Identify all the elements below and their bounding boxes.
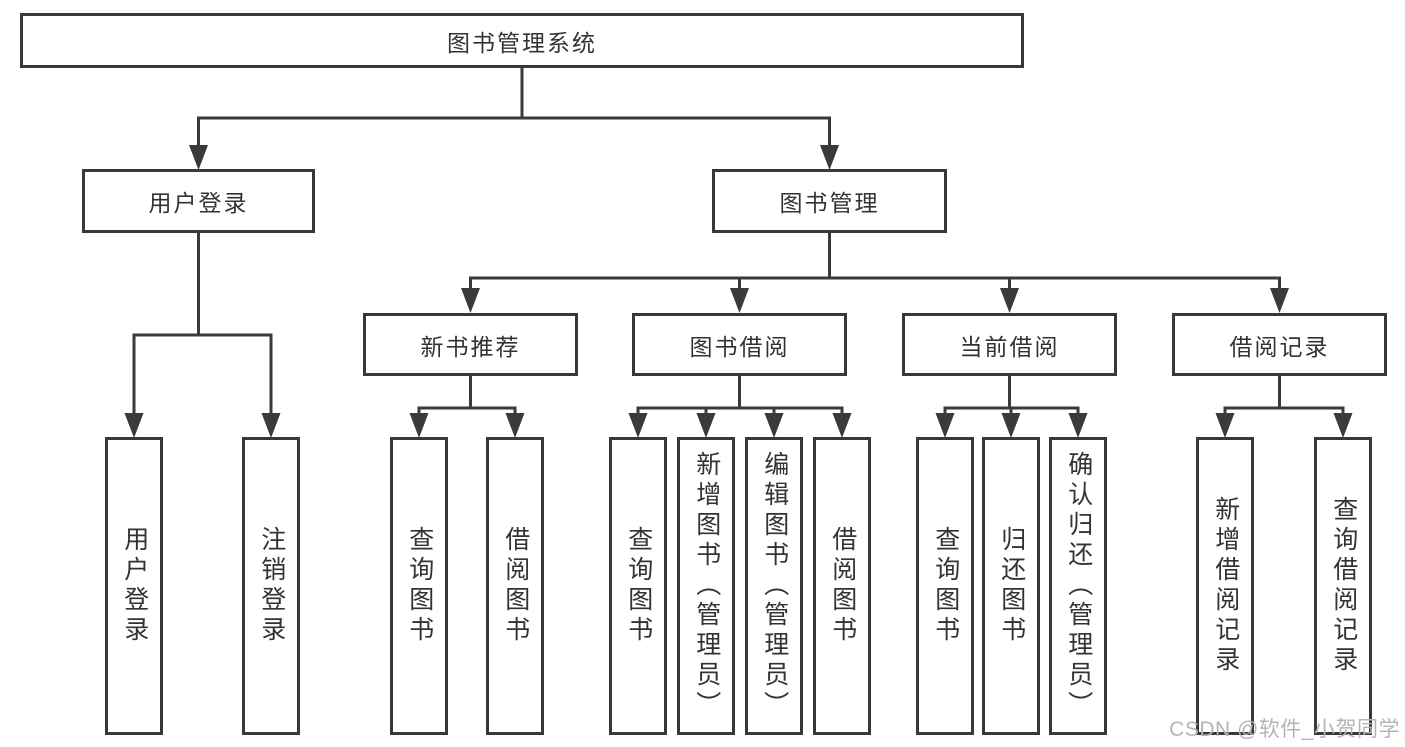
leaf-add-borrow-record: 新增借阅记录 bbox=[1196, 437, 1254, 735]
connector-borrow-branch bbox=[636, 376, 844, 416]
csdn-watermark: CSDN @软件_小贺同学 bbox=[1169, 718, 1400, 741]
leaf-add-books-admin: 新增图书（管理员） bbox=[677, 437, 735, 735]
node-current-borrow-label: 当前借阅 bbox=[959, 333, 1060, 360]
leaf-edit-books-admin: 编辑图书（管理员） bbox=[745, 437, 803, 735]
node-new-book-recommend-label: 新书推荐 bbox=[420, 333, 521, 360]
node-book-management-label: 图书管理 bbox=[779, 190, 880, 216]
connector-record-branch bbox=[1223, 376, 1345, 416]
leaf-confirm-return-admin: 确认归还（管理员） bbox=[1049, 437, 1107, 735]
leaf-recommend-borrow-books: 借阅图书 bbox=[486, 437, 544, 735]
leaf-add-borrow-record-label: 新增借阅记录 bbox=[1211, 496, 1240, 676]
node-current-borrow: 当前借阅 bbox=[902, 313, 1117, 376]
leaf-query-borrow-record-label: 查询借阅记录 bbox=[1329, 496, 1358, 676]
leaf-return-books-label: 归还图书 bbox=[997, 526, 1026, 646]
node-user-login-label: 用户登录 bbox=[148, 190, 249, 216]
node-root-label: 图书管理系统 bbox=[447, 29, 597, 56]
arrowhead-icons bbox=[124, 145, 1353, 438]
connector-user-login-branch bbox=[132, 233, 273, 416]
leaf-confirm-return-admin-label: 确认归还（管理员） bbox=[1064, 451, 1093, 721]
node-borrow-record: 借阅记录 bbox=[1172, 313, 1387, 376]
leaf-edit-books-admin-label: 编辑图书（管理员） bbox=[760, 451, 789, 721]
leaf-user-login-label: 用户登录 bbox=[120, 526, 149, 646]
connector-root-to-level2 bbox=[197, 68, 831, 148]
node-book-borrow-label: 图书借阅 bbox=[689, 333, 790, 360]
node-book-management: 图书管理 bbox=[712, 169, 947, 233]
node-root-system: 图书管理系统 bbox=[20, 13, 1024, 68]
node-new-book-recommend: 新书推荐 bbox=[363, 313, 578, 376]
connector-current-branch bbox=[943, 376, 1080, 416]
leaf-logout: 注销登录 bbox=[242, 437, 300, 735]
leaf-recommend-query-books-label: 查询图书 bbox=[405, 526, 434, 646]
leaf-current-query-books-label: 查询图书 bbox=[931, 526, 960, 646]
leaf-borrow-books-label: 借阅图书 bbox=[828, 526, 857, 646]
leaf-logout-label: 注销登录 bbox=[257, 526, 286, 646]
leaf-borrow-query-books: 查询图书 bbox=[609, 437, 667, 735]
leaf-borrow-books: 借阅图书 bbox=[813, 437, 871, 735]
node-borrow-record-label: 借阅记录 bbox=[1229, 333, 1330, 360]
node-user-login: 用户登录 bbox=[82, 169, 315, 233]
leaf-user-login: 用户登录 bbox=[105, 437, 163, 735]
leaf-current-query-books: 查询图书 bbox=[916, 437, 974, 735]
connector-new-book-branch bbox=[417, 376, 517, 416]
leaf-recommend-borrow-books-label: 借阅图书 bbox=[501, 526, 530, 646]
leaf-recommend-query-books: 查询图书 bbox=[390, 437, 448, 735]
leaf-add-books-admin-label: 新增图书（管理员） bbox=[692, 451, 721, 721]
leaf-query-borrow-record: 查询借阅记录 bbox=[1314, 437, 1372, 735]
leaf-borrow-query-books-label: 查询图书 bbox=[624, 526, 653, 646]
leaf-return-books: 归还图书 bbox=[982, 437, 1040, 735]
node-book-borrow: 图书借阅 bbox=[632, 313, 847, 376]
connector-book-mgmt-branch bbox=[469, 233, 1281, 291]
